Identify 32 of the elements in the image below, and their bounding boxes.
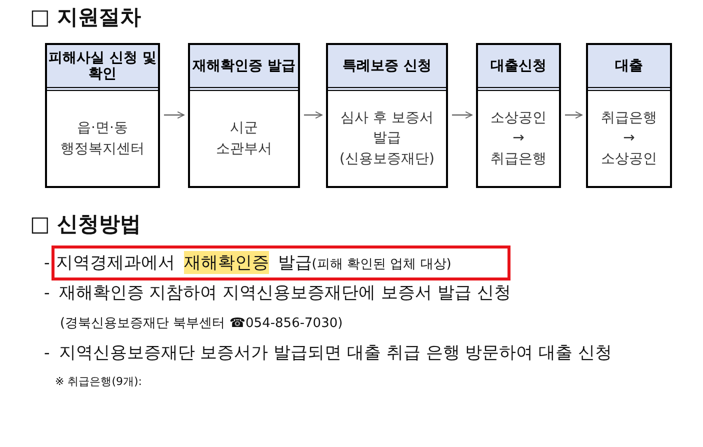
step-description: 심사 후 보증서 발급 (신용보증재단) [338, 109, 436, 169]
step-description: 취급은행 → 소상공인 [600, 109, 658, 169]
step-description: 시군 소관부서 [215, 119, 273, 158]
note-text: (피해 확인된 업체 대상) [312, 256, 452, 273]
section-heading: □ 신청방법 [30, 211, 142, 238]
step-title: 특례보증 신청 [342, 58, 432, 74]
bullet-dash: - [44, 253, 50, 272]
instruction-text: 지역신용보증재단 보증서가 발급되면 대출 취급 은행 방문하여 대출 신청 [58, 342, 612, 364]
step-description: 읍·면·동 행정복지센터 [60, 119, 146, 158]
instruction-text: 지역경제과에서 [56, 252, 175, 274]
arrow [452, 111, 472, 119]
process-box [476, 43, 561, 188]
process-box [45, 43, 160, 188]
section-heading: □ 지원절차 [30, 4, 142, 31]
highlighted-term: 재해확인증 [184, 251, 269, 274]
bullet-dash: - [44, 343, 50, 362]
process-box [188, 43, 300, 188]
bullet-dash: - [44, 283, 50, 302]
contact-note: (경북신용보증재단 북부센터 ☎054-856-7030) [60, 315, 343, 332]
footnote-text: ※ 취급은행(9개): [55, 374, 142, 389]
step-title: 대출신청 [490, 58, 546, 74]
arrow [164, 111, 184, 119]
process-box [586, 43, 672, 188]
step-title: 대출 [615, 58, 643, 74]
process-box [326, 43, 448, 188]
step-title: 피해사실 신청 및 확인 [48, 50, 158, 82]
arrow [565, 111, 582, 119]
instruction-text: 발급 [278, 252, 312, 274]
step-description: 소상공인 → 취급은행 [490, 109, 548, 169]
step-title: 재해확인증 발급 [192, 58, 296, 74]
instruction-text: 재해확인증 지참하여 지역신용보증재단에 보증서 발급 신청 [58, 282, 511, 304]
arrow [304, 111, 322, 119]
